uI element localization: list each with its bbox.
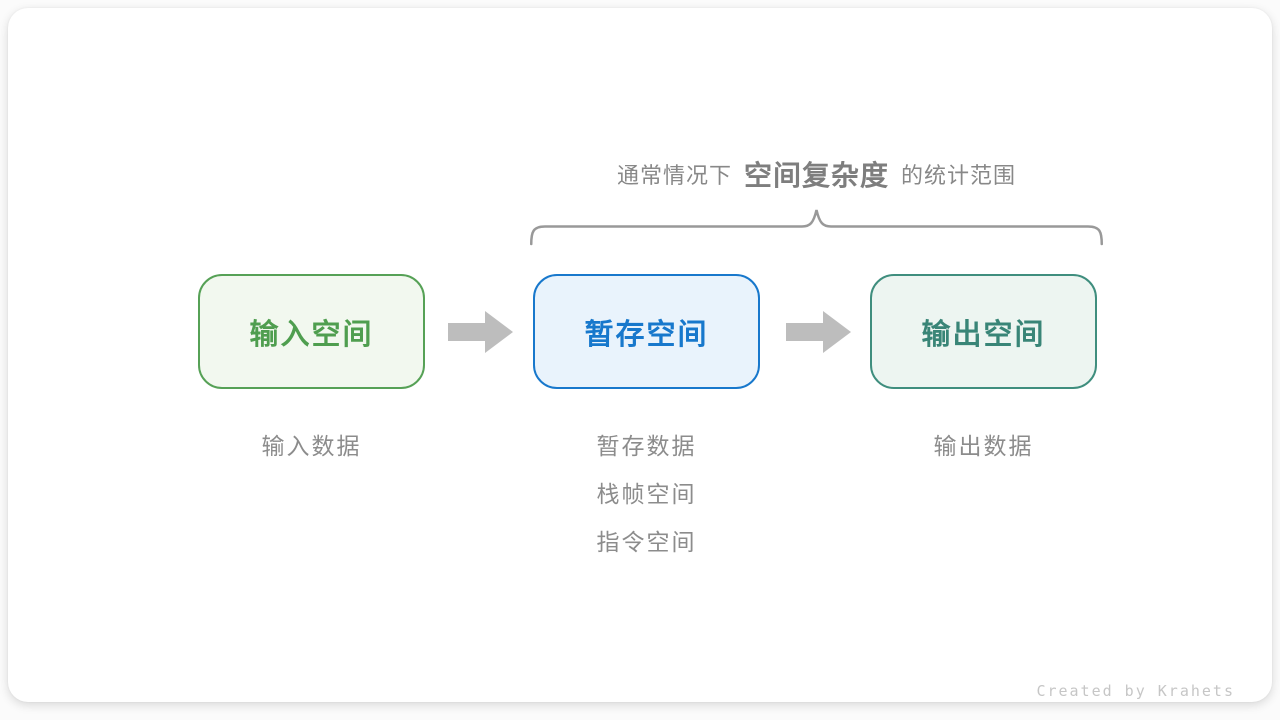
note-instruction-space: 指令空间 xyxy=(596,529,697,555)
note-input-data: 输入数据 xyxy=(261,433,362,459)
box-output-space: 输出空间 xyxy=(870,274,1097,389)
note-temp-data: 暂存数据 xyxy=(596,433,697,459)
note-output-data: 输出数据 xyxy=(933,433,1034,459)
box-temp-space: 暂存空间 xyxy=(533,274,760,389)
diagram-title: 通常情况下空间复杂度的统计范围 xyxy=(530,154,1103,194)
arrow-right-icon xyxy=(448,311,513,353)
box-input-space: 输入空间 xyxy=(198,274,425,389)
brace-top-icon xyxy=(530,209,1103,246)
box-temp-space-label: 暂存空间 xyxy=(584,318,709,351)
title-suffix: 的统计范围 xyxy=(901,163,1017,188)
box-input-space-label: 输入空间 xyxy=(249,318,374,351)
credit-text: Created by Krahets xyxy=(1036,682,1235,700)
box-output-space-label: 输出空间 xyxy=(921,318,1046,351)
title-highlight: 空间复杂度 xyxy=(743,160,889,191)
note-stack-frame-space: 栈帧空间 xyxy=(596,481,697,507)
title-prefix: 通常情况下 xyxy=(616,163,732,188)
arrow-right-icon xyxy=(786,311,851,353)
diagram-card: 通常情况下空间复杂度的统计范围 输入空间 暂存空间 输出空间 输入数据 暂存数据… xyxy=(8,8,1272,702)
